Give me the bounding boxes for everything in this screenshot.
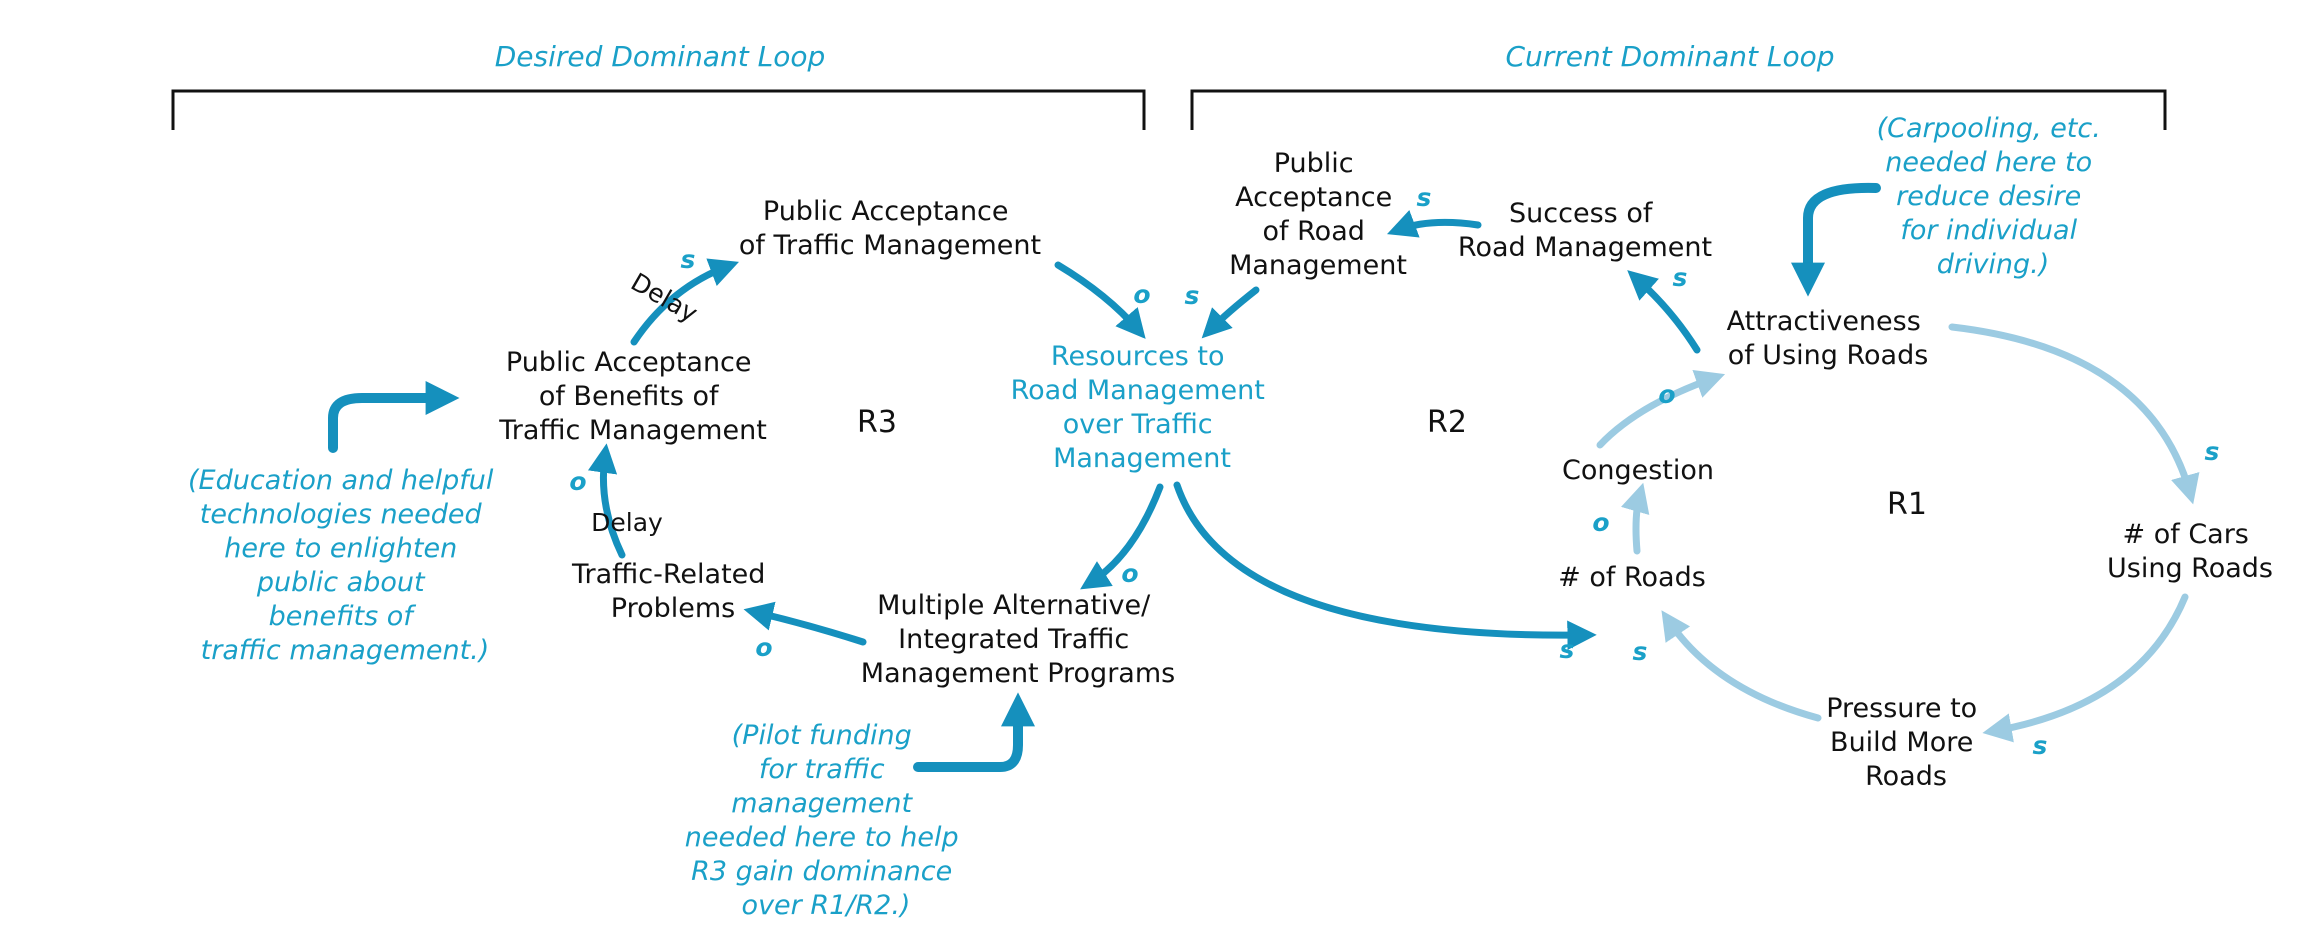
note-pilot-funding: (Pilot funding for traffic management ne… xyxy=(685,720,967,921)
polarity-roads-to-congestion: o xyxy=(1592,508,1609,537)
arrow-resources-to-programs xyxy=(1080,483,1164,590)
node-num-cars: # of Cars Using Roads xyxy=(2107,519,2273,584)
polarity-road-mgmt-to-resources: s xyxy=(1185,281,1200,310)
arrow-congestion-to-attractiveness xyxy=(1596,370,1726,449)
arrow-carpooling-intervention xyxy=(1790,182,1881,297)
node-traffic-related-problems: Traffic-Related Problems xyxy=(571,559,774,624)
arrow-resources-to-roads xyxy=(1173,481,1597,650)
node-pressure-to-build: Pressure to Build More Roads xyxy=(1826,693,1986,792)
bracket-current-loop xyxy=(1190,89,2167,130)
polarity-success-to-road-mgmt: s xyxy=(1417,183,1432,212)
heading-desired-loop: Desired Dominant Loop xyxy=(495,40,825,73)
arrow-cars-to-pressure xyxy=(1982,593,2189,743)
polarity-attractiveness-to-cars: s xyxy=(2205,437,2220,466)
polarity-pressure-to-roads: s xyxy=(1633,637,1648,666)
polarity-cars-to-pressure: s xyxy=(2033,731,2048,760)
bracket-desired-loop xyxy=(171,89,1146,130)
arrow-pressure-to-roads xyxy=(1661,610,1822,722)
node-attractiveness: Attractiveness of Using Roads xyxy=(1727,306,1930,371)
arrow-attractiveness-to-cars xyxy=(1948,323,2200,505)
node-public-acceptance-traffic-mgmt: Public Acceptance of Traffic Management xyxy=(739,196,1041,261)
loop-label-r1: R1 xyxy=(1887,487,1927,522)
loop-label-r3: R3 xyxy=(857,405,897,440)
arrow-pilot-intervention xyxy=(913,692,1036,772)
polarity-resources-to-programs: o xyxy=(1121,559,1138,588)
arrow-problems-to-benefits xyxy=(588,443,626,559)
arrow-acceptance-to-resources xyxy=(1054,261,1146,339)
polarity-attractiveness-to-success: s xyxy=(1673,263,1688,292)
polarity-resources-to-roads: s xyxy=(1560,635,1575,664)
polarity-benefits-to-acceptance: s xyxy=(681,245,696,274)
node-num-roads: # of Roads xyxy=(1558,562,1706,593)
delay-label-bottom: Delay xyxy=(591,508,663,537)
node-multiple-programs: Multiple Alternative/ Integrated Traffic… xyxy=(861,590,1175,689)
polarity-acceptance-to-resources: o xyxy=(1133,280,1150,309)
arrow-benefits-to-acceptance xyxy=(630,258,739,346)
node-resources: Resources to Road Management over Traffi… xyxy=(1011,341,1274,474)
node-congestion: Congestion xyxy=(1562,455,1714,486)
note-education: (Education and helpful technologies need… xyxy=(188,465,502,666)
arrow-road-mgmt-to-resources xyxy=(1201,286,1260,339)
polarity-programs-to-problems: o xyxy=(755,633,772,662)
polarity-problems-to-benefits: o xyxy=(569,467,586,496)
arrow-education-intervention xyxy=(328,380,460,453)
polarity-congestion-to-attractiveness: o xyxy=(1658,380,1675,409)
arrow-success-to-road-mgmt xyxy=(1386,210,1482,238)
arrow-roads-to-congestion xyxy=(1621,482,1650,555)
node-public-acceptance-road-mgmt: Public Acceptance of Road Management xyxy=(1229,148,1407,281)
delay-label-top: Delay xyxy=(626,267,703,328)
arrow-attractiveness-to-success xyxy=(1627,270,1701,354)
arrow-programs-to-problems xyxy=(743,601,867,646)
node-public-acceptance-benefits: Public Acceptance of Benefits of Traffic… xyxy=(498,347,767,446)
heading-current-loop: Current Dominant Loop xyxy=(1505,40,1834,73)
note-carpooling: (Carpooling, etc. needed here to reduce … xyxy=(1877,113,2110,280)
loop-label-r2: R2 xyxy=(1427,405,1467,440)
node-success-road-mgmt: Success of Road Management xyxy=(1458,198,1712,263)
